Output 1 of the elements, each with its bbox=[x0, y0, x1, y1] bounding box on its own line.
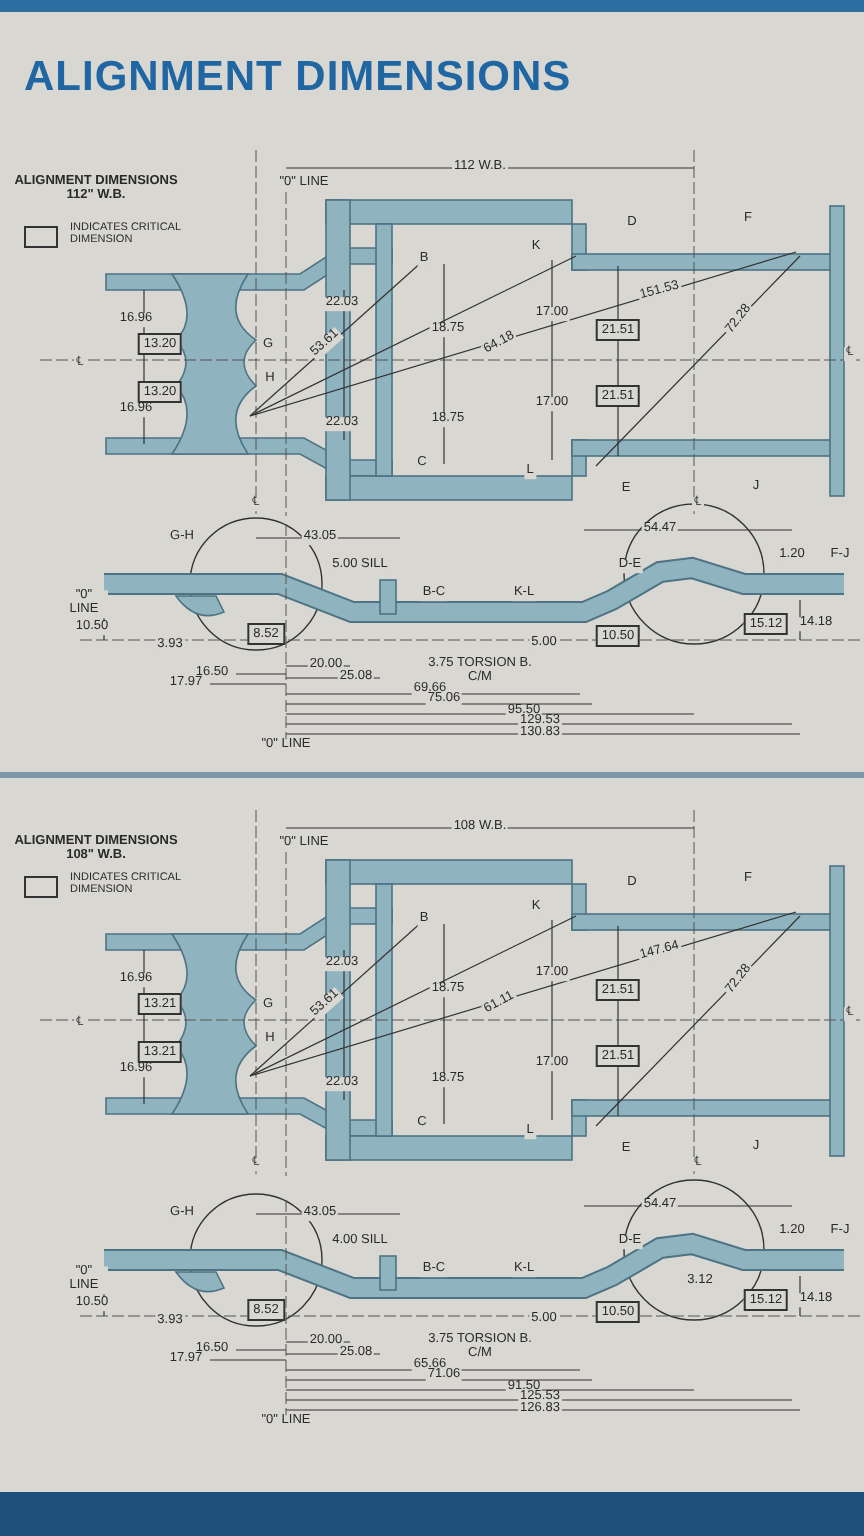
title: ALIGNMENT DIMENSIONS bbox=[24, 54, 572, 102]
